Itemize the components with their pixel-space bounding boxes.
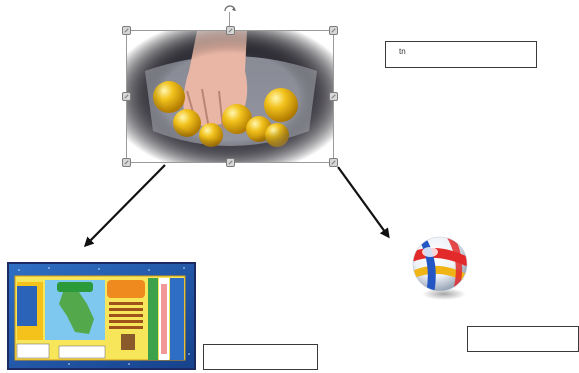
resize-handle-bottom-left-icon[interactable] xyxy=(122,158,131,167)
glass-marble-image[interactable] xyxy=(404,232,476,304)
text-box-bottom-right[interactable] xyxy=(467,326,579,352)
resize-handle-right-icon[interactable] xyxy=(329,92,338,101)
resize-handle-bottom-right-icon[interactable] xyxy=(329,158,338,167)
lottery-balls-bowl-image xyxy=(127,31,333,162)
text-box-top-right[interactable]: tn xyxy=(385,41,537,68)
arrow-to-scratch-card[interactable] xyxy=(83,164,166,248)
resize-handle-bottom-icon[interactable] xyxy=(226,158,235,167)
lottery-bowl-picture[interactable] xyxy=(126,30,334,163)
resize-handle-top-right-icon[interactable] xyxy=(329,26,338,35)
resize-handle-left-icon[interactable] xyxy=(122,92,131,101)
arrow-to-marble[interactable] xyxy=(337,166,390,239)
scratch-card-picture[interactable] xyxy=(7,262,196,370)
text-box-content: tn xyxy=(399,47,406,56)
scratch-card-image xyxy=(9,264,194,368)
rotation-stem xyxy=(229,12,230,26)
rotate-handle-icon[interactable] xyxy=(223,4,237,14)
text-box-bottom-left[interactable] xyxy=(203,344,318,370)
resize-handle-top-left-icon[interactable] xyxy=(122,26,131,35)
resize-handle-top-icon[interactable] xyxy=(226,26,235,35)
